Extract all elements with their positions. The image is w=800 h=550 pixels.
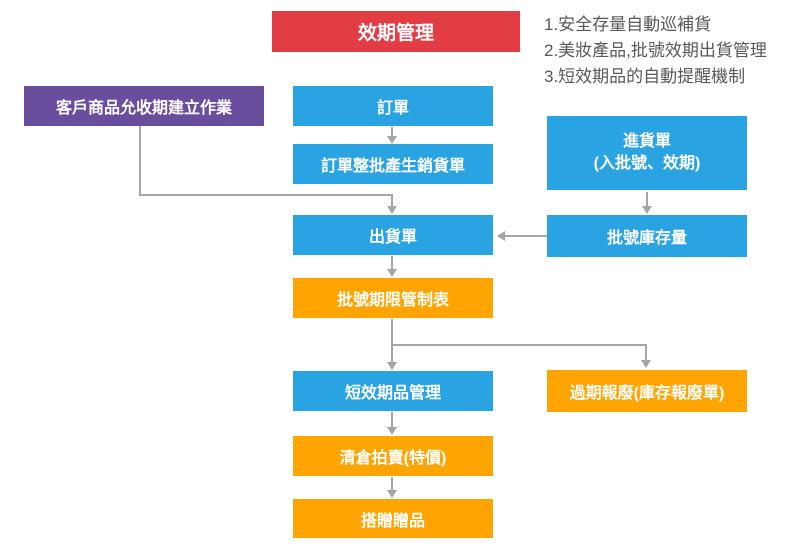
connector-customer-to-shipment-arrowhead — [387, 206, 397, 214]
node-customer-acceptance-setup: 客戶商品允收期建立作業 — [24, 86, 264, 126]
node-purchase-order-line1: 進貨單 — [622, 133, 671, 151]
title-box-expiry-management: 效期管理 — [272, 11, 520, 52]
node-lot-expiry-control-table: 批號期限管制表 — [293, 278, 493, 318]
node-bundled-gift: 搭贈贈品 — [293, 499, 493, 538]
node-lot-inventory: 批號庫存量 — [547, 215, 747, 257]
connector-control-to-shortexpiry-arrowhead — [387, 362, 397, 370]
note-line-2: 2.美妝產品,批號效期出貨管理 — [544, 41, 767, 60]
connector-inventory-to-shipment-line — [505, 235, 547, 237]
connector-clearance-to-gift-arrowhead — [387, 490, 397, 498]
connector-branch-to-scrap-arrowhead — [641, 360, 651, 368]
node-expired-scrap: 過期報廢(庫存報廢單) — [547, 370, 747, 412]
connector-order-to-batch-arrowhead — [387, 136, 397, 144]
node-purchase-order-line2: (入批號、效期) — [593, 155, 701, 172]
connector-control-to-shortexpiry-line — [391, 319, 393, 362]
connector-branch-to-scrap-hline — [391, 344, 647, 346]
node-shipment: 出貨單 — [293, 215, 493, 255]
connector-shortexpiry-to-clearance-arrowhead — [387, 427, 397, 435]
connector-customer-to-shipment-vline2 — [391, 196, 393, 206]
connector-inventory-to-shipment-arrowhead — [497, 231, 505, 241]
connector-purchase-to-inventory-line — [646, 192, 648, 206]
connector-branch-to-scrap-vline — [645, 344, 647, 360]
note-line-1: 1.安全存量自動巡補貨 — [544, 15, 712, 34]
node-order-batch-sales: 訂單整批產生銷貨單 — [293, 144, 493, 184]
node-order: 訂單 — [293, 86, 493, 126]
connector-order-to-batch-line — [391, 127, 393, 136]
note-line-3: 3.短效期品的自動提醒機制 — [544, 67, 746, 86]
connector-shipment-to-control-line — [391, 256, 393, 269]
notes-list: 1.安全存量自動巡補貨 2.美妝產品,批號效期出貨管理 3.短效期品的自動提醒機… — [544, 12, 767, 90]
connector-shortexpiry-to-clearance-line — [391, 412, 393, 427]
connector-customer-to-shipment-hline — [139, 194, 393, 196]
connector-clearance-to-gift-line — [391, 477, 393, 490]
node-short-expiry-management: 短效期品管理 — [293, 371, 493, 411]
node-clearance-sale: 清倉拍賣(特價) — [293, 436, 493, 476]
connector-purchase-to-inventory-arrowhead — [642, 206, 652, 214]
connector-customer-to-shipment-vline1 — [139, 126, 141, 196]
node-purchase-order: 進貨單 (入批號、效期) — [547, 116, 747, 190]
connector-shipment-to-control-arrowhead — [387, 269, 397, 277]
